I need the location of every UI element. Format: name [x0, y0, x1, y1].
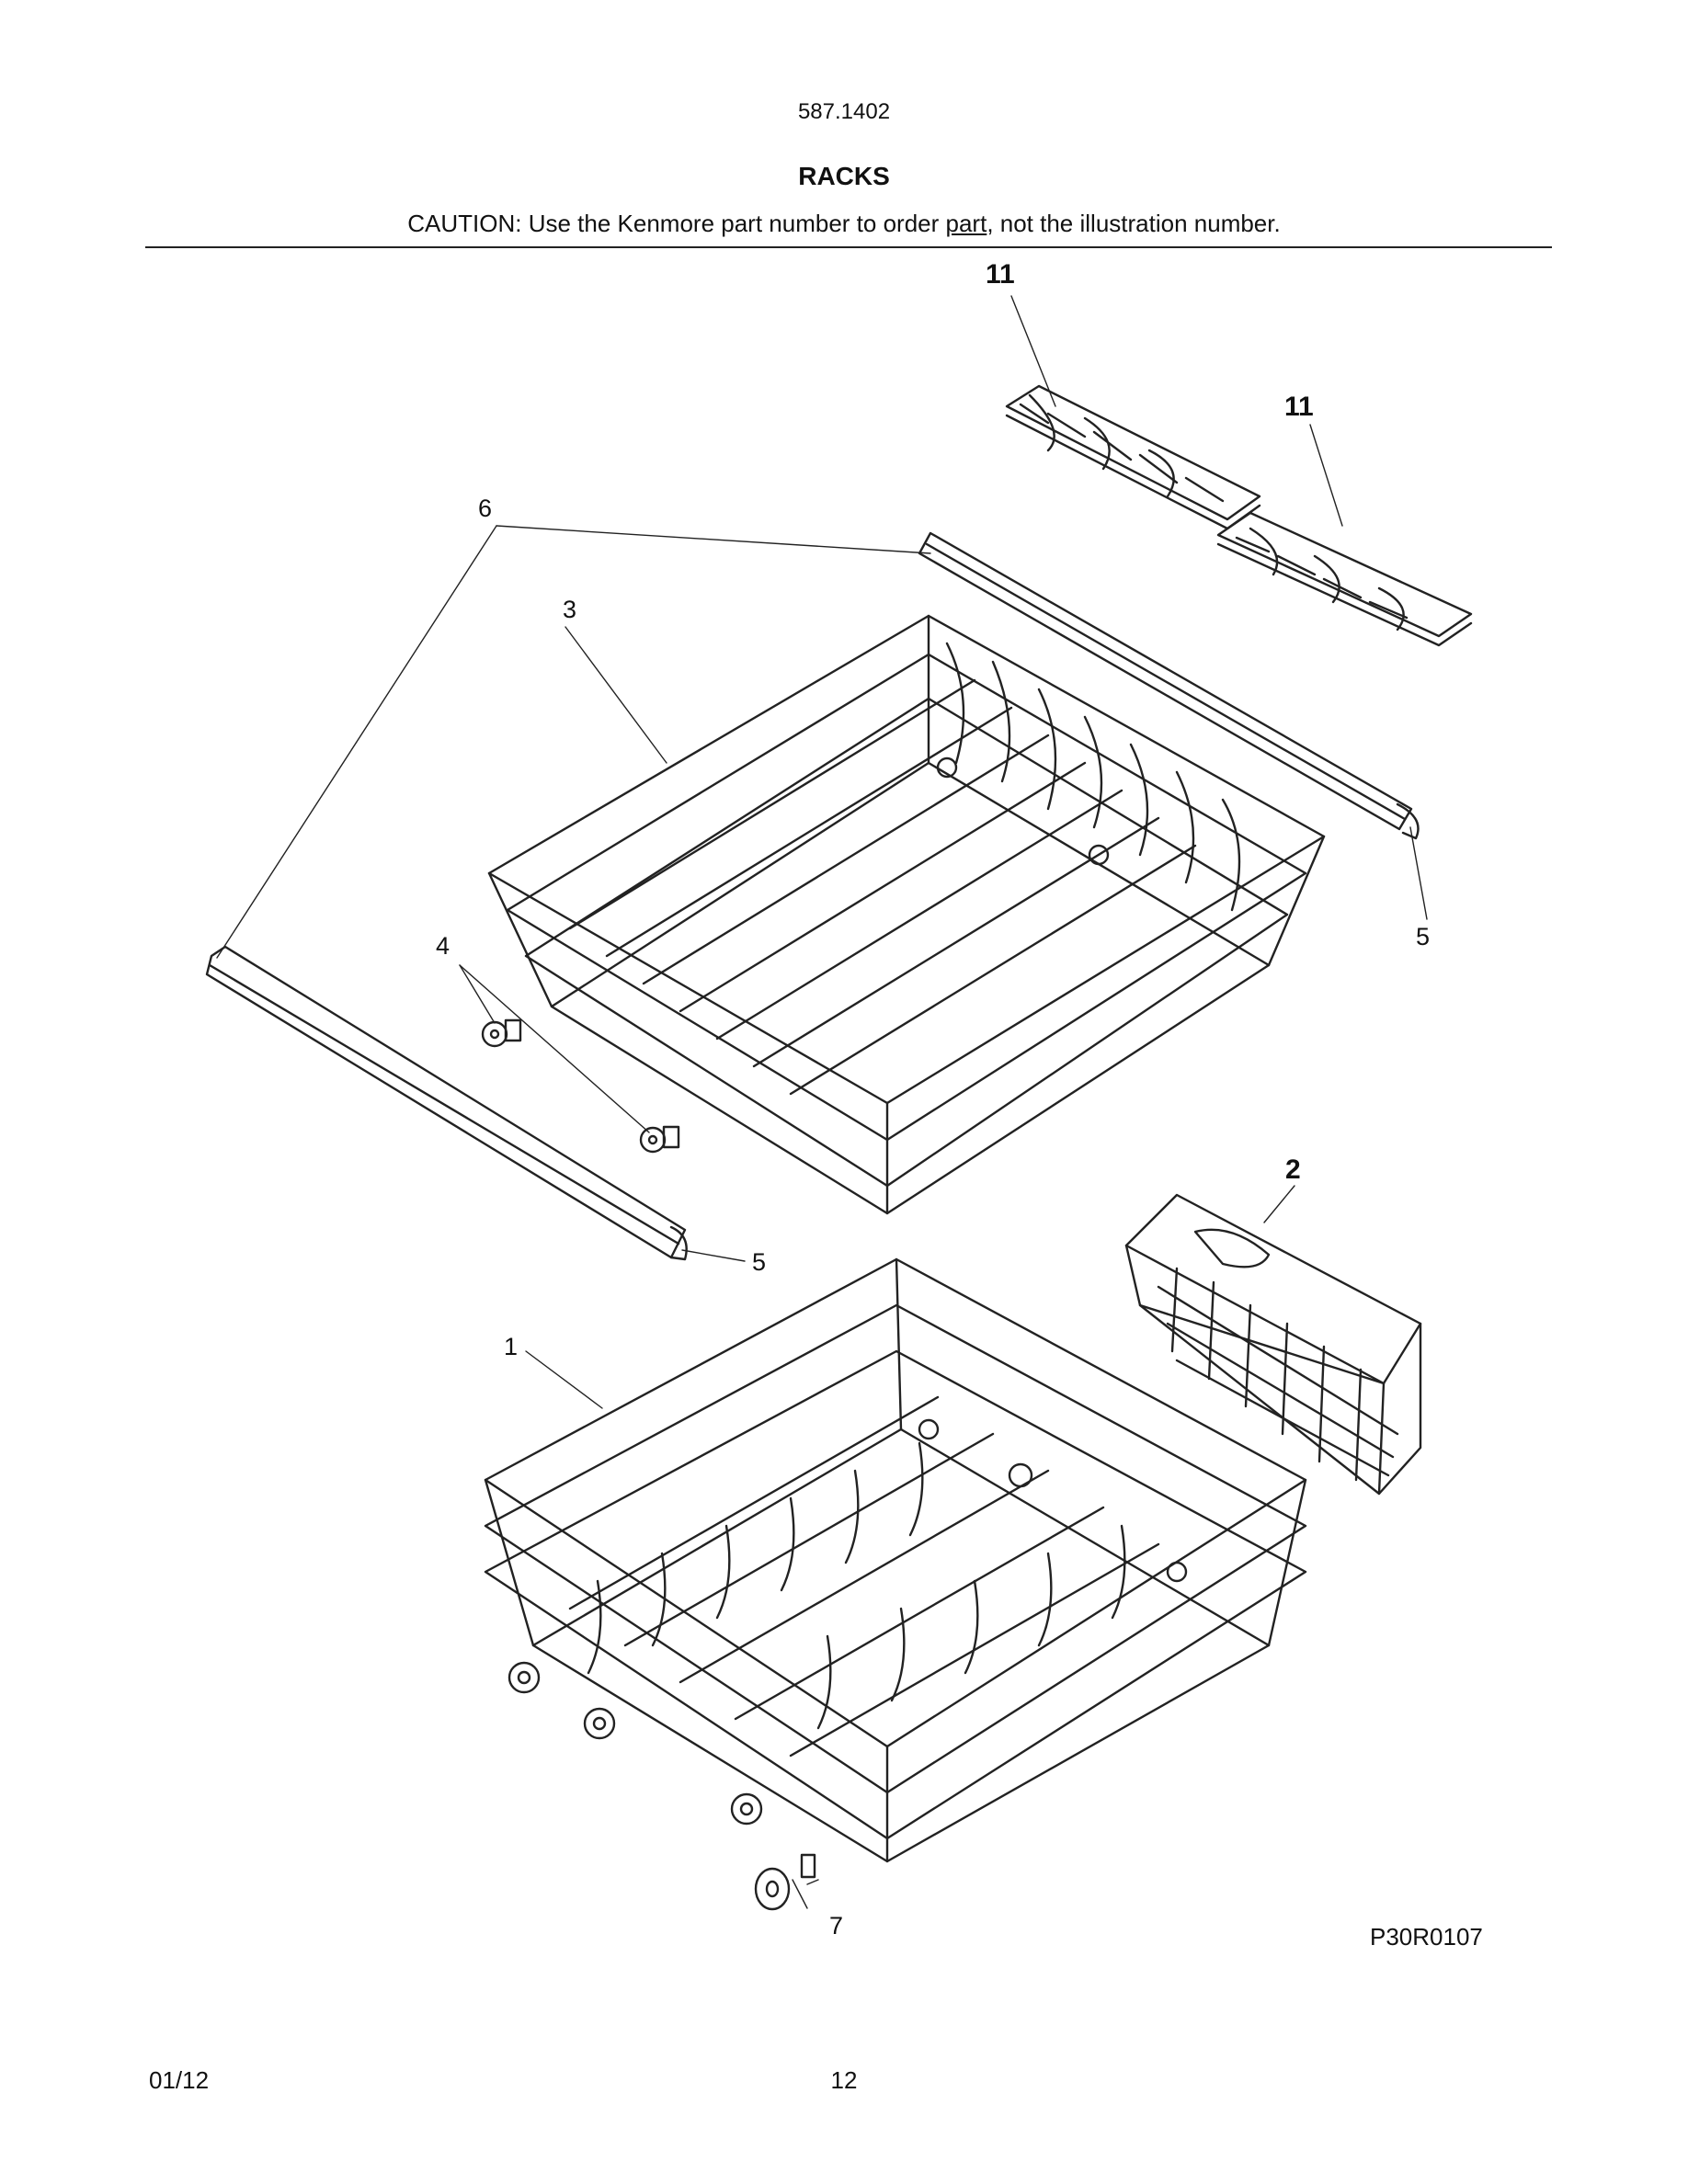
callout-11-lower: 11 [1284, 392, 1314, 422]
callout-7: 7 [829, 1912, 844, 1939]
rack-stop-part-4 [481, 1018, 680, 1154]
page-number: 12 [830, 2066, 858, 2094]
callout-6: 6 [478, 495, 493, 522]
callout-5-right: 5 [1416, 923, 1431, 950]
caution-text-end: , not the illustration number. [987, 210, 1281, 237]
rack-rail-lower-left [205, 945, 688, 1261]
callout-11-upper: 11 [986, 259, 1015, 290]
caution-note: CAUTION: Use the Kenmore part number to … [0, 210, 1688, 238]
leader-lines [216, 295, 1428, 1909]
lower-rack-part-1 [484, 1257, 1307, 1863]
callout-1: 1 [504, 1333, 519, 1360]
tine-row-part-11 [1005, 384, 1473, 647]
model-number: 587.1402 [797, 99, 891, 124]
page-title: RACKS [798, 162, 890, 190]
callout-2: 2 [1285, 1155, 1301, 1185]
rack-wheel-part-7 [754, 1853, 816, 1911]
footer-date: 01/12 [149, 2066, 210, 2094]
header-rule [145, 246, 1552, 248]
callout-4: 4 [436, 932, 451, 960]
caution-text-underlined: part [945, 210, 987, 237]
rack-rail-upper-right [918, 531, 1420, 840]
callout-5-left: 5 [752, 1248, 767, 1276]
callout-3: 3 [563, 596, 577, 623]
silverware-basket-part-2 [1124, 1193, 1422, 1496]
figure-code: P30R0107 [1370, 1923, 1483, 1951]
upper-rack-part-3 [487, 614, 1326, 1215]
caution-text-start: CAUTION: Use the Kenmore part number to … [407, 210, 946, 237]
